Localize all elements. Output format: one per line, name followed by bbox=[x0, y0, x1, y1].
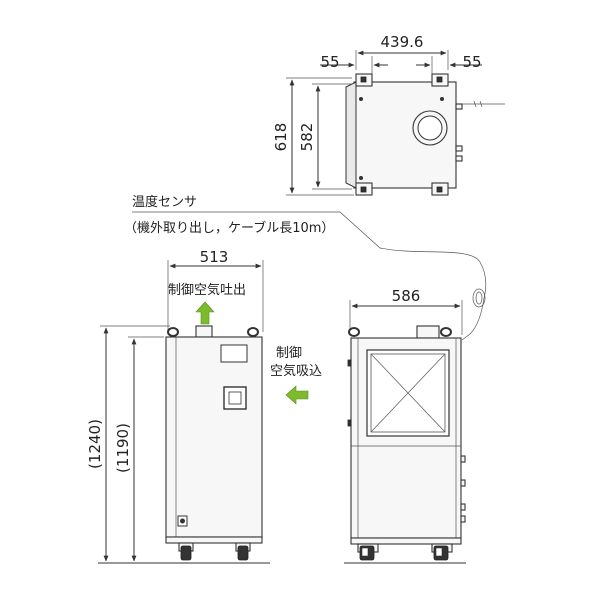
front-view: 513 制御空気吐出 (1240) bbox=[86, 248, 270, 564]
sensor-label-line1: 温度センサ bbox=[132, 194, 197, 210]
inlet-label-line1: 制御 bbox=[276, 346, 302, 361]
front-base bbox=[165, 536, 263, 544]
outlet-arrow bbox=[195, 301, 215, 325]
sensor-leader-line bbox=[132, 211, 381, 249]
top-depth-inner-dim: 582 bbox=[298, 123, 316, 152]
front-duct bbox=[195, 325, 213, 338]
front-height-outer-dim: (1240) bbox=[86, 419, 104, 469]
top-view-flange bbox=[345, 81, 357, 189]
top-right-offset-dim: 55 bbox=[462, 53, 481, 71]
inlet-arrow bbox=[285, 385, 309, 405]
caster-right bbox=[237, 545, 249, 561]
top-view: 439.6 55 55 618 582 bbox=[272, 33, 505, 196]
lifting-eye-right bbox=[247, 327, 259, 337]
side-view: 586 制御 空気吸込 bbox=[270, 287, 466, 564]
top-width-dim: 439.6 bbox=[381, 33, 424, 51]
front-body bbox=[165, 336, 263, 538]
top-left-offset-dim: 55 bbox=[320, 53, 339, 71]
front-height-inner-dim: (1190) bbox=[114, 423, 132, 473]
sensor-label-line2: （機外取り出し，ケーブル長10m） bbox=[124, 220, 334, 236]
sensor-label: 温度センサ （機外取り出し，ケーブル長10m） bbox=[124, 194, 487, 341]
front-width-dim: 513 bbox=[200, 248, 229, 266]
display-window bbox=[220, 344, 248, 363]
sensor-cable-coil bbox=[472, 288, 486, 308]
side-duct bbox=[416, 325, 440, 339]
lifting-eye-left bbox=[167, 327, 179, 337]
inlet-label-line2: 空気吸込 bbox=[270, 363, 322, 379]
side-width-dim: 586 bbox=[392, 287, 421, 305]
outlet-label: 制御空気吐出 bbox=[168, 282, 246, 298]
top-depth-outer-dim: 618 bbox=[272, 123, 290, 152]
caster-left bbox=[180, 545, 192, 561]
sensor-cable bbox=[379, 247, 487, 341]
